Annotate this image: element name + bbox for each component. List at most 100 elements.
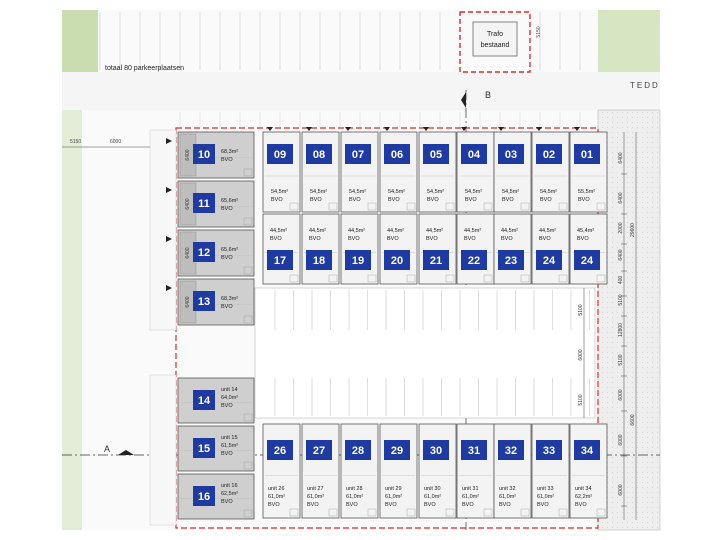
unit-cell (456, 423, 495, 519)
unit-bvo: BVO (465, 197, 477, 203)
unit-bvo: BVO (502, 197, 514, 203)
unit-number-badge (193, 291, 215, 311)
top-row-units: 0954,5m²BVO0854,5m²BVO0754,5m²BVO0654,5m… (262, 127, 608, 213)
unit-name: unit 26 (268, 486, 285, 492)
unit-fixture (289, 274, 299, 283)
unit-number: 09 (274, 149, 286, 161)
unit-bvo: BVO (346, 502, 358, 508)
unit-name: unit 32 (499, 486, 516, 492)
unit-area: 61,0m² (307, 494, 324, 500)
unit-fixture (483, 202, 493, 211)
unit-number: 11 (198, 198, 210, 210)
unit-number-badge (306, 250, 332, 270)
unit-bvo: BVO (307, 502, 319, 508)
unit-number: 24 (581, 255, 594, 267)
trafo-outline (459, 11, 531, 73)
unit-number-badge (193, 486, 215, 506)
unit-bvo: BVO (348, 236, 360, 242)
left-strip-top (149, 129, 177, 331)
unit-fixture (483, 274, 493, 283)
unit-fixture (328, 274, 338, 283)
unit-area: 54,5m² (427, 189, 444, 195)
unit-fixture (558, 508, 568, 517)
unit-number: 01 (581, 149, 593, 161)
unit-depth-dim: 6400 (185, 247, 191, 258)
unit-name: unit 29 (385, 486, 402, 492)
unit-name: unit 31 (462, 486, 479, 492)
unit-number: 10 (198, 149, 210, 161)
left-dim-inner: 6000 (110, 139, 121, 145)
neighbour-building (597, 109, 661, 531)
unit-number: 06 (391, 149, 403, 161)
unit-number-badge (461, 250, 487, 270)
unit-number-badge (193, 438, 215, 458)
second-row-units: 44,5m²BVO1744,5m²BVO1844,5m²BVO1944,5m²B… (262, 213, 608, 285)
unit-area: 65,6m² (221, 247, 238, 253)
unit-number: 32 (505, 445, 517, 457)
unit-cell (262, 423, 301, 519)
lawn-left (62, 72, 82, 530)
unit-bvo: BVO (221, 255, 233, 261)
unit-number: 21 (430, 255, 442, 267)
dim-value: 6400 (618, 152, 624, 163)
dim-value: 6000 (618, 484, 624, 495)
unit-fixture (289, 508, 299, 517)
unit-area: 61,0m² (268, 494, 285, 500)
unit-area: 54,5m² (540, 189, 557, 195)
unit-fixture (328, 202, 338, 211)
trafo-label-2: bestaand (481, 42, 510, 49)
unit-area: 61,0m² (462, 494, 479, 500)
unit-fixture (243, 217, 253, 226)
unit-fixture (445, 202, 455, 211)
unit-number: 29 (391, 445, 403, 457)
unit-area: 44,5m² (309, 228, 326, 234)
unit-number: 20 (391, 255, 403, 267)
unit-cell (493, 423, 532, 519)
unit-fixture (367, 508, 377, 517)
unit-bvo: BVO (426, 236, 438, 242)
unit-number-badge (267, 440, 293, 460)
unit-number: 22 (468, 255, 480, 267)
unit-area: 62,5m² (221, 491, 238, 497)
unit-number-badge (574, 250, 600, 270)
unit-number: 12 (198, 247, 210, 259)
unit-cell (262, 213, 301, 285)
unit-area: 61,0m² (499, 494, 516, 500)
unit-area: 68,3m² (221, 149, 238, 155)
unit-area: 62,2m² (575, 494, 592, 500)
unit-bvo: BVO (540, 197, 552, 203)
unit-bvo: BVO (349, 197, 361, 203)
unit-fixture (558, 274, 568, 283)
unit-number-badge (536, 144, 562, 164)
dim-value: 5100 (578, 394, 584, 405)
unit-number-badge (345, 144, 371, 164)
unit-bvo: BVO (268, 502, 280, 508)
section-a-label: A (104, 444, 110, 454)
unit-area: 44,5m² (539, 228, 556, 234)
unit-cell (418, 213, 457, 285)
unit-fixture (520, 508, 530, 517)
unit-number: 33 (543, 445, 555, 457)
top-parking (99, 12, 581, 128)
unit-bvo: BVO (221, 157, 233, 163)
unit-bvo: BVO (537, 502, 549, 508)
unit-area: 61,5m² (221, 443, 238, 449)
unit-number-badge (536, 440, 562, 460)
unit-fixture (520, 274, 530, 283)
unit-bvo: BVO (221, 499, 233, 505)
unit-number: 31 (468, 445, 480, 457)
unit-cell (569, 423, 608, 519)
dim-value: 6400 (618, 249, 624, 260)
dim-value: 6000 (618, 389, 624, 400)
unit-number-badge (498, 250, 524, 270)
entrance-marker (423, 127, 429, 131)
unit-number: 13 (198, 296, 210, 308)
entrance-marker (498, 127, 504, 131)
unit-number-badge (193, 390, 215, 410)
unit-area: 44,5m² (464, 228, 481, 234)
unit-area: 61,0m² (537, 494, 554, 500)
unit-bvo: BVO (575, 502, 587, 508)
unit-name: unit 30 (424, 486, 441, 492)
unit-area: 45,4m² (577, 228, 594, 234)
